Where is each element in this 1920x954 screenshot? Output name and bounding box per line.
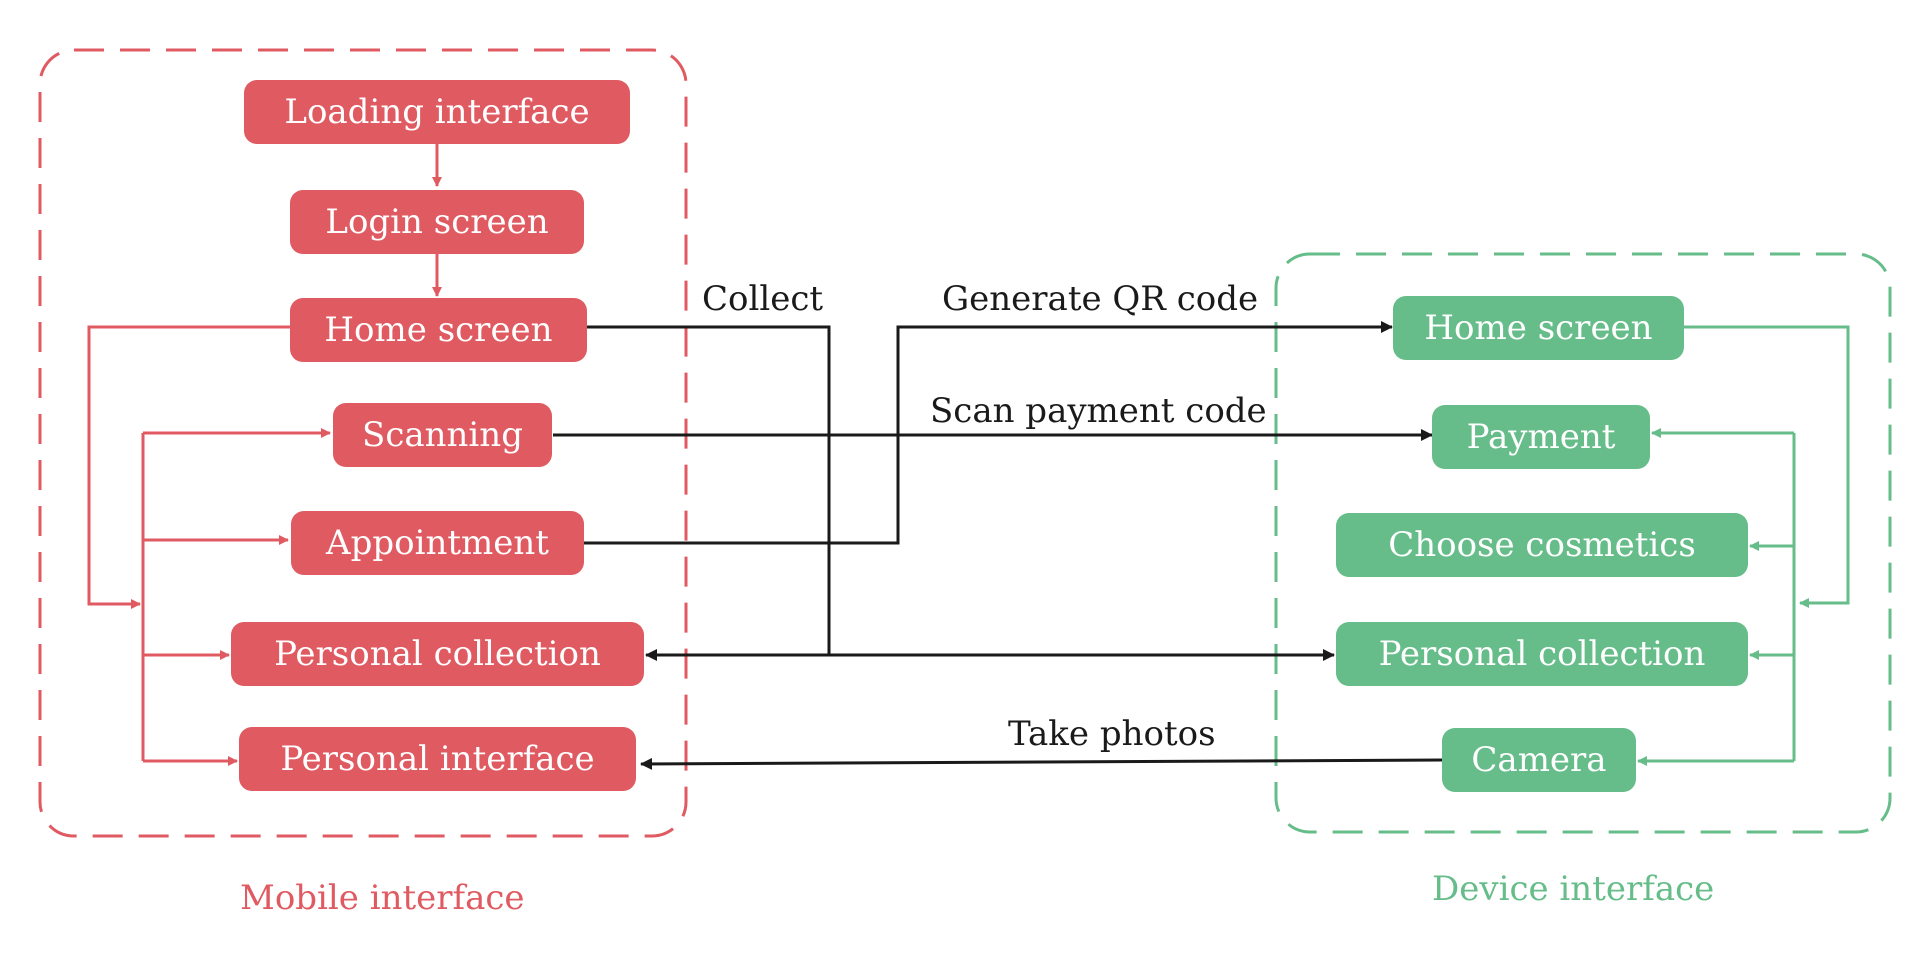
scan-payment-code-label: Scan payment code xyxy=(930,391,1267,431)
device-home-screen-node[interactable]: Home screen xyxy=(1393,296,1684,360)
node-label: Scanning xyxy=(362,415,523,455)
device-personal-collection-node[interactable]: Personal collection xyxy=(1336,622,1748,686)
mobile-scanning-node[interactable]: Scanning xyxy=(333,403,552,467)
mobile-interface-group-label: Mobile interface xyxy=(240,878,525,918)
node-label: Personal collection xyxy=(274,634,601,674)
mobile-group-boundary xyxy=(38,48,688,838)
node-label: Payment xyxy=(1466,417,1616,457)
device-payment-node[interactable]: Payment xyxy=(1432,405,1650,469)
node-label: Appointment xyxy=(326,523,549,563)
mobile-appointment-node[interactable]: Appointment xyxy=(291,511,584,575)
node-label: Loading interface xyxy=(284,92,590,132)
device-choose-cosmetics-node[interactable]: Choose cosmetics xyxy=(1336,513,1748,577)
collect-label: Collect xyxy=(702,279,824,319)
collect-connector xyxy=(587,325,831,655)
node-label: Home screen xyxy=(1424,308,1653,348)
node-label: Choose cosmetics xyxy=(1388,525,1696,565)
mobile-loading-interface-node[interactable]: Loading interface xyxy=(244,80,630,144)
mobile-personal-interface-node[interactable]: Personal interface xyxy=(239,727,636,791)
node-label: Login screen xyxy=(325,202,549,242)
mobile-personal-collection-node[interactable]: Personal collection xyxy=(231,622,644,686)
device-home-to-menu-connector xyxy=(1684,325,1850,608)
device-group-boundary xyxy=(1274,252,1892,834)
mobile-home-screen-node[interactable]: Home screen xyxy=(290,298,587,362)
node-label: Home screen xyxy=(324,310,553,350)
node-label: Camera xyxy=(1471,740,1607,780)
take-photos-connector xyxy=(640,757,1443,770)
take-photos-label: Take photos xyxy=(1008,714,1216,754)
node-label: Personal interface xyxy=(280,739,595,779)
generate-qr-code-label: Generate QR code xyxy=(942,279,1259,319)
device-interface-group-label: Device interface xyxy=(1432,869,1715,909)
home-to-menu-connector xyxy=(87,325,290,609)
mobile-login-screen-node[interactable]: Login screen xyxy=(290,190,584,254)
device-camera-node[interactable]: Camera xyxy=(1442,728,1636,792)
node-label: Personal collection xyxy=(1378,634,1706,674)
